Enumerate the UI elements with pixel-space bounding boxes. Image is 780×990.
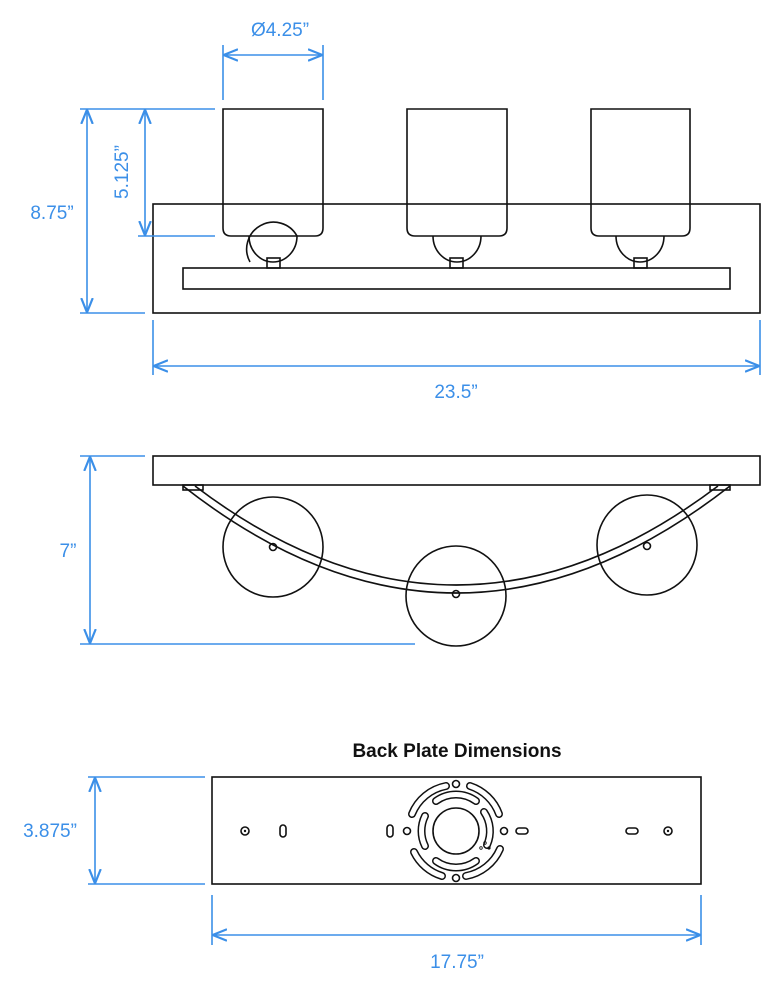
side-arm-mount-left: [182, 484, 204, 491]
overall-width-label: 23.5”: [434, 382, 477, 403]
mounting-holes: [240, 779, 673, 883]
side-shade-3: [596, 494, 698, 596]
overall-height-label: 8.75”: [30, 203, 73, 224]
side-pivot-1: [268, 542, 278, 552]
dimension-overall-height: 8.75”: [30, 108, 145, 314]
front-lamp-2: [406, 108, 508, 269]
back-plate-view: [211, 776, 702, 885]
back-plate-outline: [211, 776, 702, 885]
side-backplate: [152, 455, 761, 486]
front-lamp-1: [222, 108, 324, 269]
side-pivot-3: [642, 541, 652, 551]
shade-height-label: 5.125”: [112, 145, 133, 199]
side-pivot-2: [451, 589, 461, 599]
side-arm-outer: [182, 485, 731, 594]
dimension-overall-width: 23.5”: [152, 320, 761, 403]
dimension-back-plate-width: 17.75”: [211, 895, 702, 973]
center-opening: [432, 807, 480, 855]
side-view: [152, 455, 761, 647]
side-arm-mount-right: [709, 484, 731, 491]
front-lamp-3: [590, 108, 691, 269]
side-arm-inner: [194, 485, 719, 586]
back-plate-width-label: 17.75”: [430, 952, 484, 973]
dimension-shade-diameter: Ø4.25”: [222, 20, 324, 100]
back-plate-title: Back Plate Dimensions: [352, 741, 561, 762]
shade-diameter-label: Ø4.25”: [251, 20, 309, 41]
dimension-extension: 7”: [60, 455, 415, 645]
dimension-back-plate-height: 3.875”: [23, 776, 205, 885]
front-view: [152, 108, 761, 314]
extension-label: 7”: [60, 541, 77, 562]
outer-slots: [408, 782, 504, 880]
side-shade-2: [405, 545, 507, 647]
back-plate-height-label: 3.875”: [23, 821, 77, 842]
junction-box-ring: [408, 782, 504, 880]
front-backplate: [152, 203, 761, 314]
dimension-shade-height: 5.125”: [112, 108, 215, 237]
inner-slots: [417, 790, 494, 872]
front-arm-bar: [182, 267, 731, 290]
side-shade-1: [222, 496, 324, 598]
